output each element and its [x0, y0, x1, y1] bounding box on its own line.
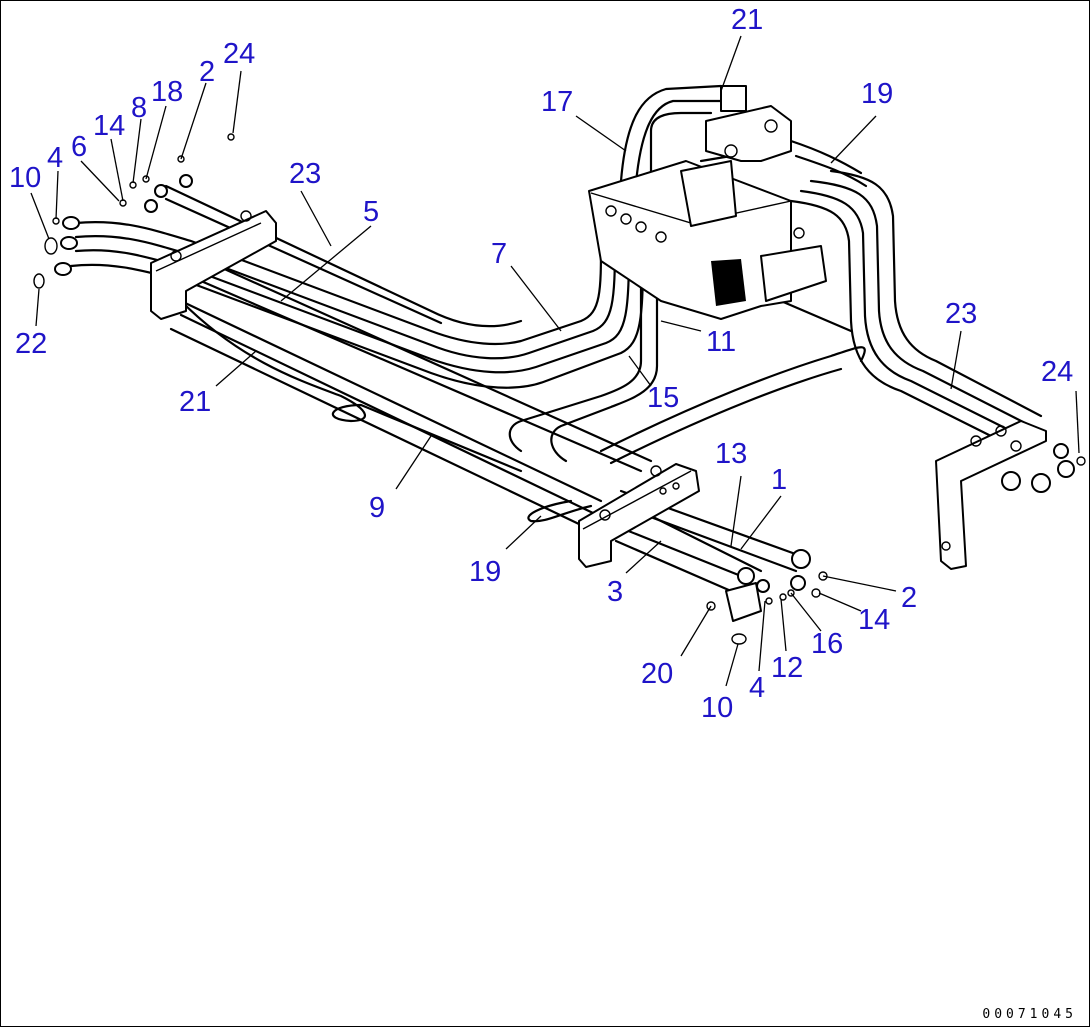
callout-6: 6: [71, 131, 87, 163]
callout-9: 9: [369, 492, 385, 524]
document-number: 00071045: [982, 1007, 1077, 1022]
callout-23-right: 23: [945, 298, 977, 330]
callout-3: 3: [607, 576, 623, 608]
callout-21-top: 21: [731, 4, 763, 36]
callout-16: 16: [811, 628, 843, 660]
callout-20: 20: [641, 658, 673, 690]
callout-labels: 21 17 19 24 2 18 8 14 6 4 10 23 5 7 22 1…: [9, 4, 1073, 724]
right-pipe-bundle: [779, 169, 1043, 448]
callout-1: 1: [771, 464, 787, 496]
valve-block: [588, 160, 827, 320]
left-clamp: [150, 210, 277, 320]
callout-4-left: 4: [47, 142, 63, 174]
callout-4-bottom: 4: [749, 672, 765, 704]
callout-2-left: 2: [199, 56, 215, 88]
top-pipes: [619, 84, 868, 193]
right-fittings: [1001, 443, 1086, 493]
callout-10-bottom: 10: [701, 692, 733, 724]
callout-10-left: 10: [9, 162, 41, 194]
callout-14-left: 14: [93, 110, 125, 142]
callout-8: 8: [131, 92, 147, 124]
piping: [69, 84, 1043, 593]
callout-12: 12: [771, 652, 803, 684]
callout-7: 7: [491, 238, 507, 270]
callout-15: 15: [647, 382, 679, 414]
lower-clamp: [578, 463, 700, 568]
callout-14-right: 14: [858, 604, 890, 636]
callout-5: 5: [363, 196, 379, 228]
callout-11: 11: [706, 326, 736, 358]
callout-24-right: 24: [1041, 356, 1073, 388]
callout-19-top: 19: [861, 78, 893, 110]
left-fittings: [33, 133, 235, 289]
top-valve: [705, 85, 792, 162]
callout-24-left: 24: [223, 38, 255, 70]
components: [33, 85, 1086, 645]
callout-17: 17: [541, 86, 573, 118]
callout-22: 22: [15, 328, 47, 360]
callout-13: 13: [715, 438, 747, 470]
callout-2-right: 2: [901, 582, 917, 614]
lower-fittings: [706, 549, 828, 645]
right-bracket: [935, 420, 1047, 570]
callout-19-bottom: 19: [469, 556, 501, 588]
main-pipe-bundle: [69, 184, 866, 593]
callout-18: 18: [151, 76, 183, 108]
leader-lines: [30, 35, 1080, 687]
callout-23-left: 23: [289, 158, 321, 190]
callout-21-left: 21: [179, 386, 211, 418]
